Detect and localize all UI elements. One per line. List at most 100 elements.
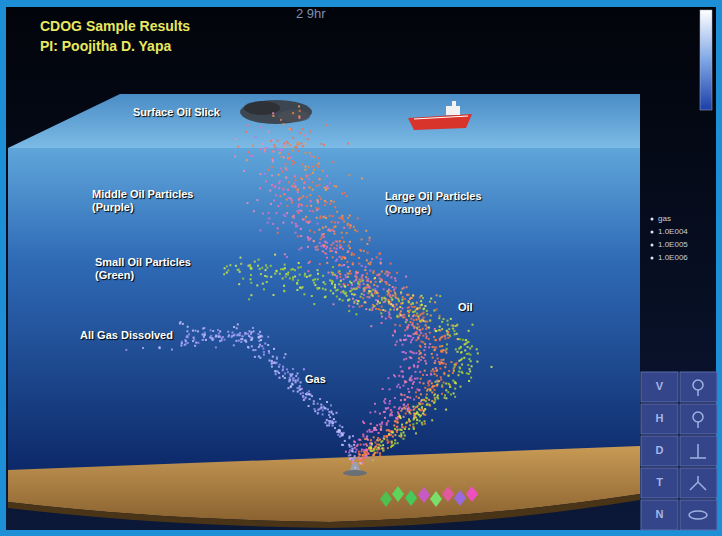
- plume-particle: [285, 353, 287, 355]
- plume-particle: [302, 195, 304, 197]
- plume-particle: [356, 445, 358, 447]
- plume-particle: [271, 175, 273, 177]
- plume-particle: [420, 320, 422, 322]
- plume-particle: [418, 389, 420, 391]
- plume-particle: [437, 358, 439, 360]
- plume-particle: [374, 403, 376, 405]
- plume-particle: [352, 461, 354, 463]
- plume-particle: [366, 259, 368, 261]
- plume-particle: [413, 319, 415, 321]
- plume-particle: [361, 293, 363, 295]
- plume-particle: [159, 347, 161, 349]
- plume-particle: [441, 393, 443, 395]
- plume-particle: [379, 452, 381, 454]
- plume-particle: [236, 334, 238, 336]
- plume-particle: [426, 394, 428, 396]
- plume-particle: [376, 256, 378, 258]
- plume-particle: [305, 175, 307, 177]
- plume-particle: [273, 362, 275, 364]
- plume-particle: [397, 298, 399, 300]
- plume-particle: [297, 144, 299, 146]
- plume-particle: [277, 371, 279, 373]
- plume-particle: [447, 324, 449, 326]
- plume-particle: [409, 367, 411, 369]
- plume-particle: [453, 370, 455, 372]
- plume-particle: [232, 332, 234, 334]
- plume-particle: [375, 446, 377, 448]
- plume-particle: [438, 380, 440, 382]
- plume-particle: [298, 262, 300, 264]
- plume-particle: [346, 261, 348, 263]
- plume-particle: [415, 339, 417, 341]
- plume-particle: [396, 418, 398, 420]
- plume-particle: [299, 132, 301, 134]
- plume-particle: [379, 302, 381, 304]
- plume-particle: [423, 399, 425, 401]
- plume-particle: [271, 166, 273, 168]
- plume-particle: [193, 339, 195, 341]
- plume-particle: [404, 380, 406, 382]
- plume-particle: [388, 433, 390, 435]
- plume-particle: [336, 245, 338, 247]
- plume-particle: [426, 374, 428, 376]
- author-line: PI: Poojitha D. Yapa: [40, 38, 171, 55]
- plume-particle: [266, 276, 268, 278]
- plume-particle: [412, 383, 414, 385]
- plume-particle: [332, 256, 334, 258]
- plume-particle: [412, 295, 414, 297]
- plume-particle: [366, 273, 368, 275]
- plume-particle: [407, 388, 409, 390]
- plume-particle: [286, 169, 288, 171]
- plume-particle: [334, 206, 336, 208]
- plume-particle: [282, 369, 284, 371]
- plume-particle: [259, 344, 261, 346]
- plume-particle: [413, 314, 415, 316]
- plume-particle: [380, 429, 382, 431]
- plume-particle: [390, 413, 392, 415]
- plume-particle: [317, 288, 319, 290]
- plume-particle: [258, 259, 260, 261]
- plume-particle: [447, 320, 449, 322]
- plume-particle: [325, 296, 327, 298]
- plume-particle: [386, 290, 388, 292]
- plume-particle: [412, 295, 414, 297]
- plume-particle: [187, 326, 189, 328]
- plume-particle: [401, 302, 403, 304]
- plume-particle: [468, 373, 470, 375]
- plume-particle: [272, 139, 274, 141]
- plume-particle: [339, 298, 341, 300]
- plume-particle: [352, 262, 354, 264]
- plume-particle: [316, 207, 318, 209]
- plume-particle: [416, 419, 418, 421]
- plume-particle: [364, 457, 366, 459]
- plume-particle: [372, 272, 374, 274]
- plume-particle: [302, 145, 304, 147]
- plume-particle: [379, 454, 381, 456]
- plume-particle: [219, 340, 221, 342]
- plume-particle: [332, 422, 334, 424]
- plume-particle: [186, 330, 188, 332]
- plume-particle: [404, 339, 406, 341]
- plume-particle: [249, 330, 251, 332]
- plume-particle: [458, 374, 460, 376]
- plume-particle: [248, 298, 250, 300]
- plume-particle: [262, 283, 264, 285]
- plume-particle: [250, 155, 252, 157]
- plume-particle: [250, 333, 252, 335]
- plume-particle: [300, 228, 302, 230]
- plume-particle: [249, 265, 251, 267]
- plume-particle: [309, 152, 311, 154]
- plume-particle: [400, 310, 402, 312]
- plume-particle: [310, 155, 312, 157]
- plume-particle: [434, 401, 436, 403]
- plume-particle: [403, 432, 405, 434]
- plume-particle: [238, 340, 240, 342]
- plume-particle: [240, 341, 242, 343]
- plume-particle: [469, 370, 471, 372]
- plume-particle: [300, 235, 302, 237]
- plume-particle: [422, 341, 424, 343]
- plume-particle: [425, 363, 427, 365]
- plume-particle: [319, 184, 321, 186]
- plume-particle: [441, 384, 443, 386]
- plume-particle: [470, 360, 472, 362]
